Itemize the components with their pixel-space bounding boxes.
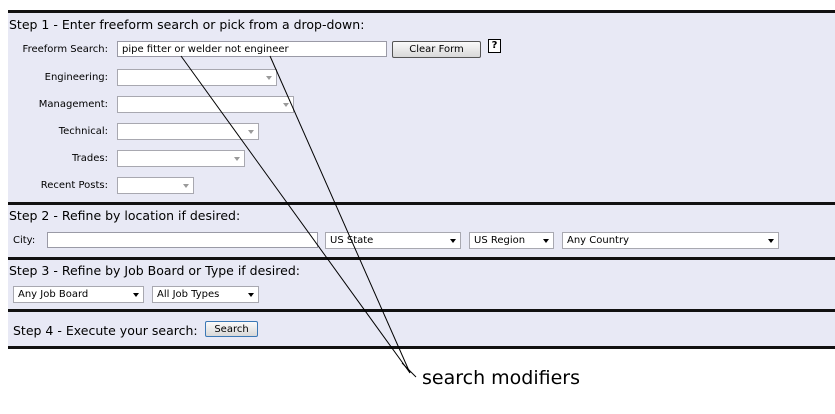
us-state-dropdown-value: US State — [330, 235, 374, 246]
divider-2 — [8, 257, 835, 260]
management-dropdown[interactable] — [117, 96, 294, 113]
clear-form-button[interactable]: Clear Form — [392, 41, 481, 58]
freeform-search-label: Freeform Search: — [22, 44, 108, 55]
city-label: City: — [13, 235, 36, 246]
us-region-dropdown-value: US Region — [474, 235, 526, 246]
recent-posts-label: Recent Posts: — [40, 180, 108, 191]
step4-panel — [8, 312, 835, 346]
freeform-search-input[interactable] — [117, 41, 387, 57]
help-icon[interactable]: ? — [488, 39, 501, 53]
engineering-dropdown[interactable] — [117, 69, 277, 86]
chevron-down-icon — [248, 130, 254, 134]
step4-title: Step 4 - Execute your search: — [13, 323, 198, 338]
chevron-down-icon — [248, 293, 254, 297]
city-input[interactable] — [47, 232, 318, 248]
callout-line-tail — [401, 362, 417, 378]
chevron-down-icon — [768, 239, 774, 243]
step2-title: Step 2 - Refine by location if desired: — [9, 208, 241, 223]
chevron-down-icon — [450, 239, 456, 243]
technical-label: Technical: — [58, 126, 108, 137]
chevron-down-icon — [183, 184, 189, 188]
trades-dropdown[interactable] — [117, 150, 245, 167]
recent-posts-dropdown[interactable] — [117, 177, 194, 194]
technical-dropdown[interactable] — [117, 123, 259, 140]
job-board-dropdown[interactable]: Any Job Board — [13, 286, 144, 303]
search-button[interactable]: Search — [205, 321, 258, 337]
chevron-down-icon — [283, 103, 289, 107]
country-dropdown[interactable]: Any Country — [562, 232, 779, 249]
engineering-label: Engineering: — [44, 72, 108, 83]
divider-bottom — [8, 346, 835, 349]
divider-top — [8, 10, 835, 13]
us-state-dropdown[interactable]: US State — [325, 232, 461, 249]
management-label: Management: — [38, 99, 108, 110]
search-modifiers-annotation: search modifiers — [422, 367, 580, 389]
step3-panel — [8, 260, 835, 309]
chevron-down-icon — [133, 293, 139, 297]
step3-title: Step 3 - Refine by Job Board or Type if … — [9, 263, 300, 278]
job-board-dropdown-value: Any Job Board — [18, 289, 89, 300]
chevron-down-icon — [266, 76, 272, 80]
divider-3 — [8, 309, 835, 312]
divider-1 — [8, 202, 835, 205]
job-type-dropdown-value: All Job Types — [157, 289, 220, 300]
trades-label: Trades: — [72, 153, 108, 164]
chevron-down-icon — [543, 239, 549, 243]
step1-title: Step 1 - Enter freeform search or pick f… — [9, 17, 365, 32]
job-type-dropdown[interactable]: All Job Types — [152, 286, 259, 303]
country-dropdown-value: Any Country — [567, 235, 630, 246]
chevron-down-icon — [234, 157, 240, 161]
us-region-dropdown[interactable]: US Region — [469, 232, 554, 249]
